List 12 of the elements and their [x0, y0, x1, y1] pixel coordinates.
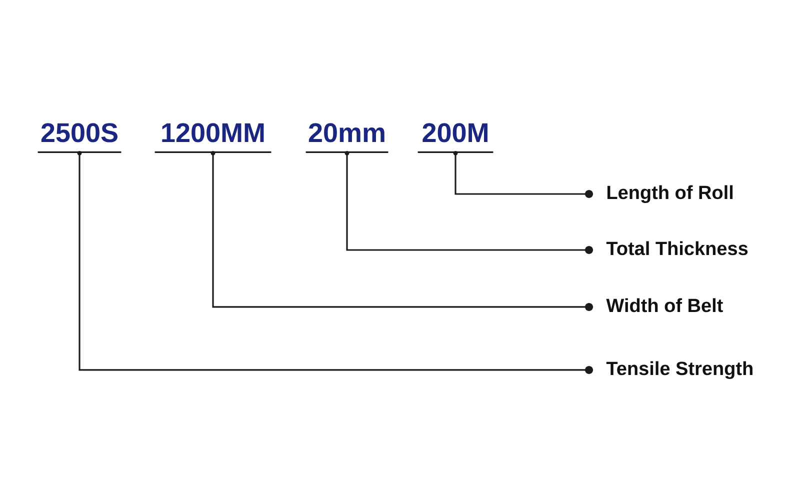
leader-line	[346, 152, 593, 254]
leader-line	[454, 152, 593, 198]
underlined-code: 1200MM	[154, 123, 272, 153]
description-label: Tensile Strength	[606, 361, 752, 380]
leader-line	[78, 152, 593, 374]
description-label: Total Thickness	[606, 241, 748, 256]
description-label: Length of Roll	[607, 185, 733, 204]
description-label: Width of Belt	[606, 298, 723, 312]
leader-line	[212, 152, 593, 311]
underlined-code: 200M	[418, 123, 494, 153]
underlined-code: 2500S	[38, 123, 122, 153]
underlined-code: 20mm	[306, 123, 388, 153]
